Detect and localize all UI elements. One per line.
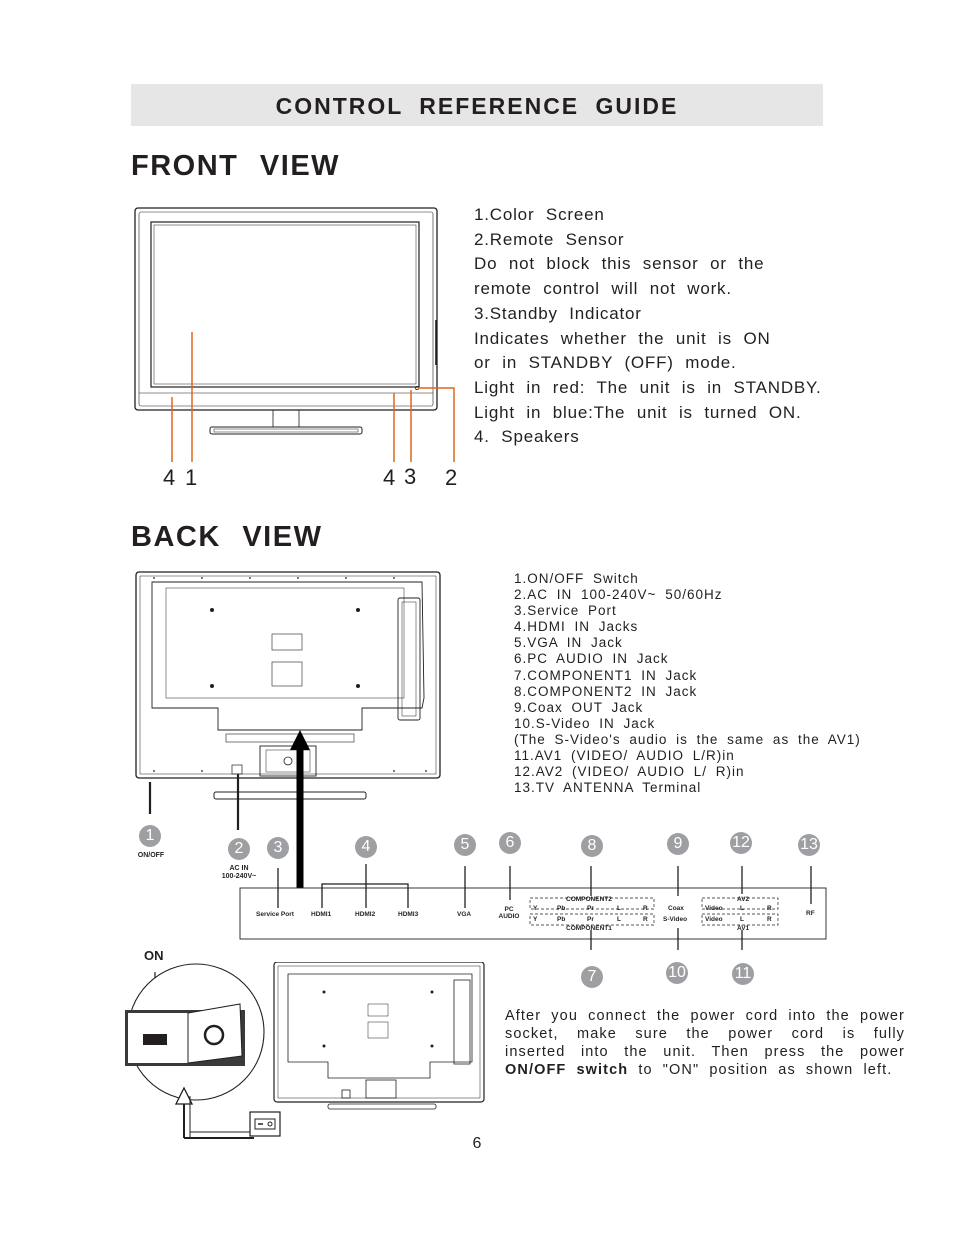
callout-circle-13: 13 — [798, 834, 820, 856]
callout-circle-11: 11 — [732, 963, 754, 985]
label-y-bottom: Y — [533, 916, 538, 923]
instruction-switch-name: ON/OFF switch — [505, 1062, 629, 1078]
front-view-title: FRONT VIEW — [131, 150, 341, 182]
switch-on-label: ON — [144, 948, 164, 963]
back-item: 9.Coax OUT Jack — [514, 699, 644, 715]
callout-circle-4: 4 — [355, 836, 377, 858]
label-pc-audio: PC AUDIO — [498, 906, 520, 920]
page-number: 6 — [472, 1135, 482, 1152]
label-video-top: Video — [705, 905, 723, 912]
front-item: 4. Speakers — [474, 427, 580, 447]
label-video-bottom: Video — [705, 916, 723, 923]
label-l-bottom: L — [617, 916, 621, 923]
power-switch-illustration — [125, 962, 485, 1139]
callout-circle-9: 9 — [667, 833, 689, 855]
back-item: 10.S-Video IN Jack — [514, 715, 656, 731]
front-item: 3.Standby Indicator — [474, 303, 642, 323]
label-l-top: L — [617, 905, 621, 912]
instruction-text-start: After you connect the power cord into th… — [505, 1008, 905, 1060]
label-pb-top: Pb — [557, 905, 566, 912]
front-item: or in STANDBY (OFF) mode. — [474, 353, 737, 373]
label-av-r-top: R — [767, 905, 772, 912]
header-banner: CONTROL REFERENCE GUIDE — [131, 84, 823, 126]
front-item: remote control will not work. — [474, 279, 732, 299]
label-pb-bottom: Pb — [557, 916, 566, 923]
label-pr-bottom: Pr — [587, 916, 594, 923]
label-pr-top: Pr — [587, 905, 594, 912]
back-item: 12.AV2 (VIDEO/ AUDIO L/ R)in — [514, 764, 745, 780]
label-av1: AV1 — [737, 925, 750, 932]
callout-circle-12: 12 — [730, 832, 752, 854]
callout-circle-8: 8 — [581, 835, 603, 857]
label-r-bottom: R — [643, 916, 648, 923]
back-item: 2.AC IN 100-240V~ 50/60Hz — [514, 587, 723, 603]
label-vga: VGA — [457, 911, 472, 918]
page-heading: CONTROL REFERENCE GUIDE — [275, 93, 679, 119]
instruction-text-end: position as shown left. — [699, 1062, 893, 1078]
back-tv-diagram — [135, 571, 441, 888]
front-description-list: 1.Color Screen 2.Remote Sensor Do not bl… — [474, 203, 874, 450]
back-item: 3.Service Port — [514, 603, 617, 619]
front-callout-1: 1 — [185, 465, 198, 490]
back-item: 11.AV1 (VIDEO/ AUDIO L/R)in — [514, 748, 735, 764]
label-on-off: ON/OFF — [137, 852, 165, 859]
label-component1: COMPONENT1 — [566, 925, 612, 932]
front-callout-2: 2 — [445, 465, 458, 490]
callout-circle-2: 2 — [228, 838, 250, 860]
back-item: 13.TV ANTENNA Terminal — [514, 780, 702, 796]
callout-circle-1: 1 — [139, 825, 161, 847]
instruction-on-quote: "ON" — [662, 1062, 700, 1078]
callout-circle-5: 5 — [454, 834, 476, 856]
label-r-top: R — [643, 905, 648, 912]
front-callout-3: 3 — [404, 464, 417, 489]
instruction-text-to: to — [628, 1062, 663, 1078]
label-rf: RF — [806, 910, 815, 917]
connector-panel-diagram — [239, 864, 827, 950]
label-av-l-top: L — [740, 905, 744, 912]
callout-circle-3: 3 — [267, 837, 289, 859]
label-hdmi3: HDMI3 — [398, 911, 419, 918]
label-av-l-bottom: L — [740, 916, 744, 923]
callout-circle-6: 6 — [499, 832, 521, 854]
front-item: Indicates whether the unit is ON — [474, 328, 771, 348]
label-s-video: S-Video — [663, 916, 688, 923]
callout-circle-7: 7 — [581, 966, 603, 988]
front-callout-4-left: 4 — [163, 465, 176, 490]
label-av2: AV2 — [737, 896, 750, 903]
back-item: 1.ON/OFF Switch — [514, 571, 639, 586]
label-hdmi1: HDMI1 — [311, 911, 332, 918]
back-item: 8.COMPONENT2 IN Jack — [514, 683, 698, 699]
label-coax: Coax — [668, 905, 684, 912]
front-item: 1.Color Screen — [474, 205, 605, 224]
label-service-port: Service Port — [256, 911, 294, 918]
back-item: 6.PC AUDIO IN Jack — [514, 651, 669, 667]
front-tv-diagram — [134, 207, 455, 462]
back-description-list: 1.ON/OFF Switch 2.AC IN 100-240V~ 50/60H… — [514, 571, 914, 796]
front-callout-4-right: 4 — [383, 465, 396, 490]
back-item: 5.VGA IN Jack — [514, 635, 623, 651]
front-item: Do not block this sensor or the — [474, 254, 765, 274]
label-y-top: Y — [533, 905, 538, 912]
power-instructions: After you connect the power cord into th… — [505, 1007, 905, 1079]
back-item: 4.HDMI IN Jacks — [514, 619, 639, 635]
back-item: 7.COMPONENT1 IN Jack — [514, 667, 698, 683]
label-hdmi2: HDMI2 — [355, 911, 376, 918]
label-av-r-bottom: R — [767, 916, 772, 923]
label-component2: COMPONENT2 — [566, 896, 612, 903]
front-item: Light in red: The unit is in STANDBY. — [474, 377, 822, 397]
label-ac-in: AC IN 100-240V~ — [221, 865, 257, 880]
front-item: Light in blue:The unit is turned ON. — [474, 402, 802, 422]
back-item: (The S-Video's audio is the same as the … — [514, 731, 861, 747]
back-view-title: BACK VIEW — [131, 521, 323, 553]
callout-circle-10: 10 — [666, 962, 688, 984]
front-item: 2.Remote Sensor — [474, 229, 625, 249]
